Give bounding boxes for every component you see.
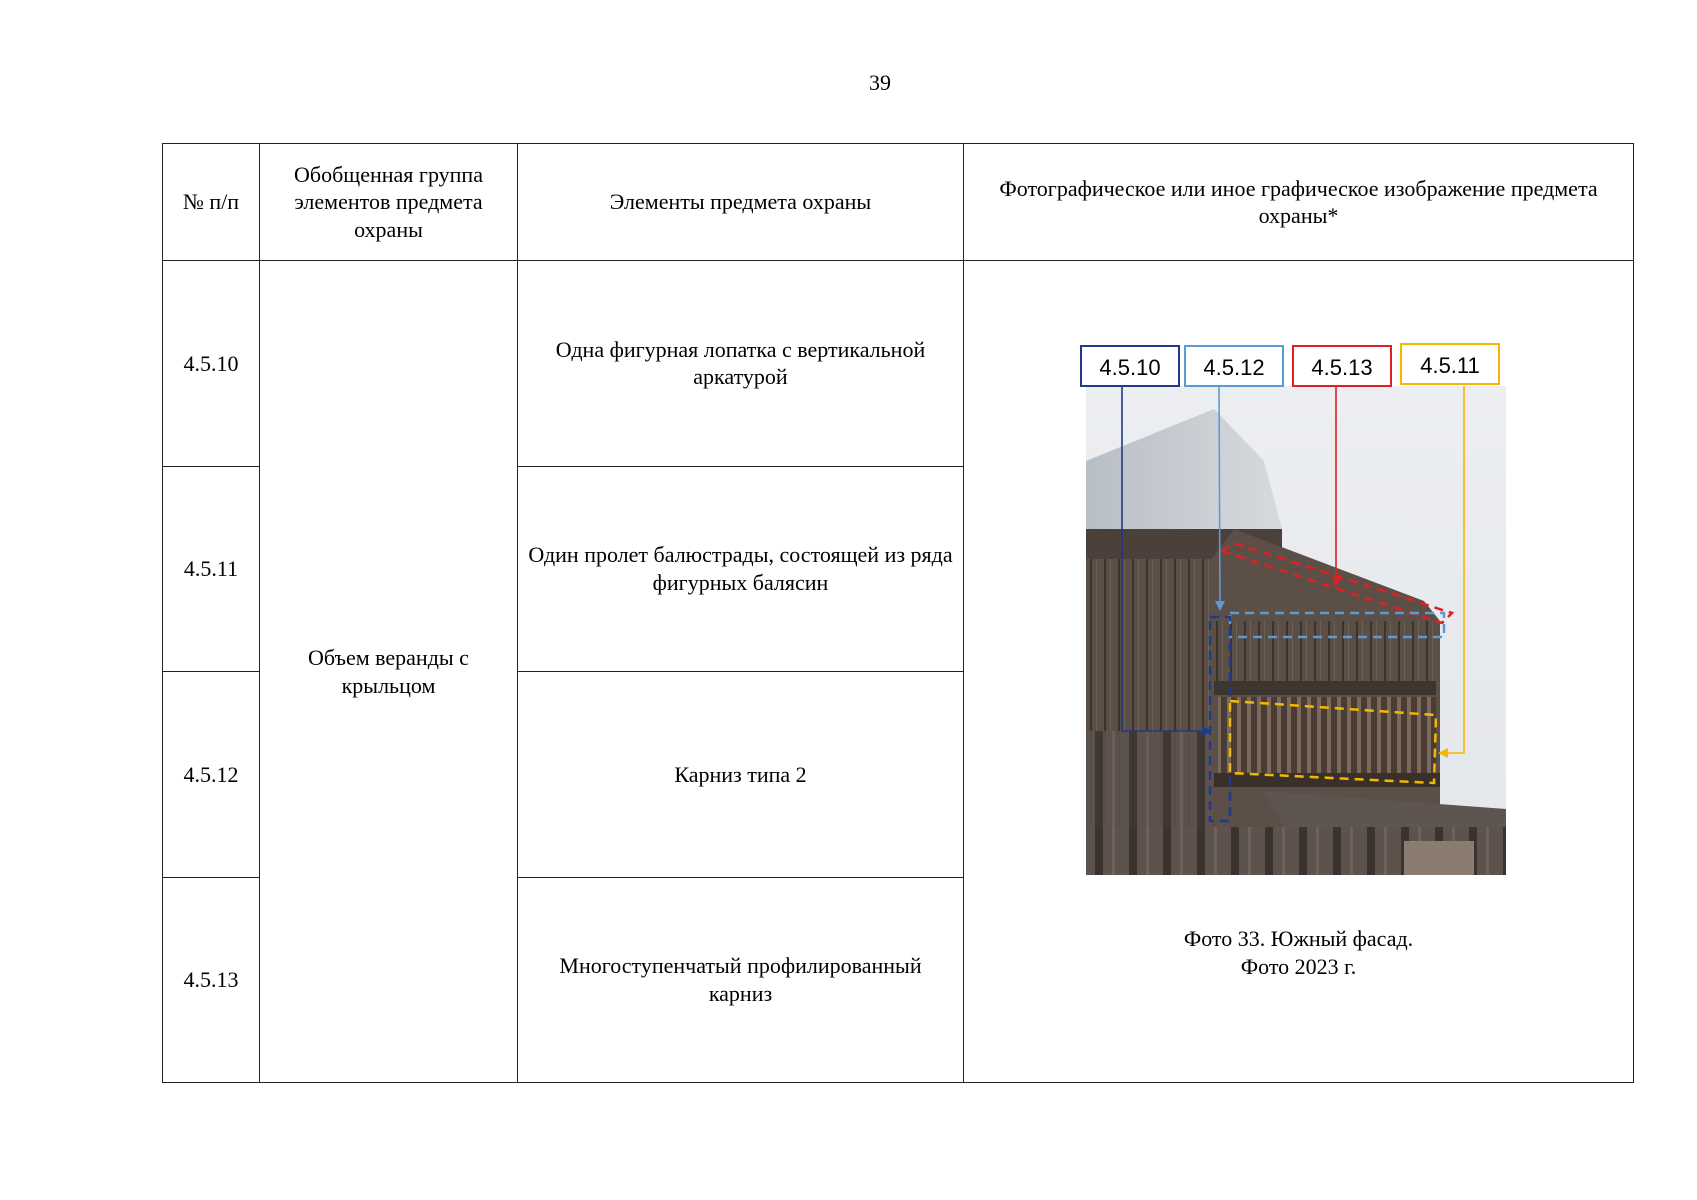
protection-table: № п/п Обобщенная группа элементов предме…	[162, 143, 1634, 1083]
facade-photo	[1086, 386, 1506, 875]
group-cell: Объем веранды с крыльцом	[259, 260, 518, 1083]
header-row: № п/п Обобщенная группа элементов предме…	[162, 143, 1634, 261]
element-cell: Карниз типа 2	[517, 671, 964, 878]
label-4-5-10: 4.5.10	[1080, 345, 1180, 387]
row-number: 4.5.13	[162, 876, 260, 1083]
element-cell: Один пролет балюстрады, состоящей из ряд…	[517, 465, 964, 672]
table-row: 4.5.10 Объем веранды с крыльцом Одна фиг…	[162, 260, 1634, 1083]
element-cell: Многоступенчатый профилированный карниз	[517, 876, 964, 1083]
photo-cell: 4.5.10 4.5.12 4.5.13 4.5.11 Фото 33. Южн…	[963, 260, 1634, 1083]
header-elements: Элементы предмета охраны	[517, 143, 964, 261]
row-number: 4.5.10	[162, 260, 260, 467]
label-4-5-11: 4.5.11	[1400, 343, 1500, 385]
table-row: 4.5.11 Один пролет балюстрады, состоящей…	[162, 465, 1634, 672]
photo-caption: Фото 33. Южный фасад. Фото 2023 г.	[964, 925, 1633, 980]
photo-wrap: 4.5.10 4.5.12 4.5.13 4.5.11 Фото 33. Южн…	[964, 261, 1633, 1082]
page-number: 39	[869, 70, 891, 95]
header-image: Фотографическое или иное графическое изо…	[963, 143, 1634, 261]
label-4-5-12: 4.5.12	[1184, 345, 1284, 387]
caption-line-1: Фото 33. Южный фасад.	[1183, 926, 1414, 951]
header-group: Обобщенная группа элементов предмета охр…	[259, 143, 518, 261]
element-cell: Одна фигурная лопатка с вертикальной арк…	[517, 260, 964, 467]
label-4-5-13: 4.5.13	[1292, 345, 1392, 387]
row-number: 4.5.12	[162, 671, 260, 878]
header-num: № п/п	[162, 143, 260, 261]
caption-line-2: Фото 2023 г.	[1240, 953, 1357, 979]
table-row: 4.5.12 Карниз типа 2	[162, 671, 1634, 878]
row-number: 4.5.11	[162, 465, 260, 672]
